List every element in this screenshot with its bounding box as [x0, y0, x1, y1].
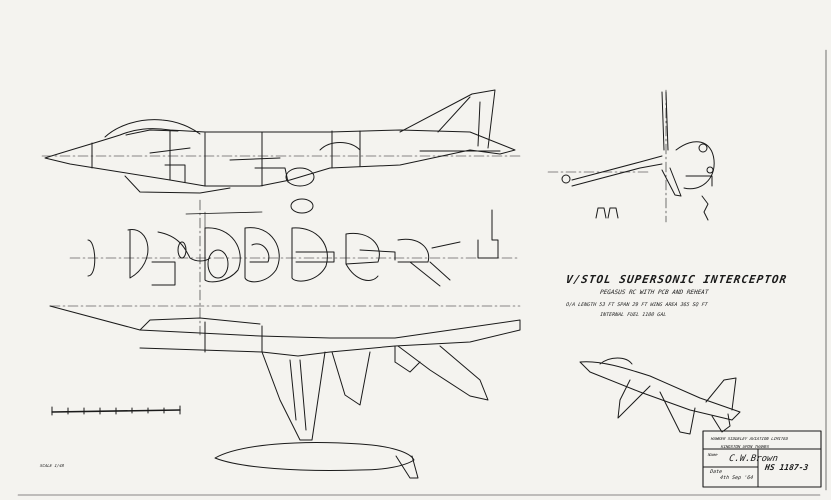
cross-sections: [69, 199, 521, 336]
side-elevation: [44, 89, 516, 194]
title-block-location: KINGSTON UPON THAMES: [720, 444, 770, 449]
drawing-number: HS 1187-3: [764, 463, 809, 472]
scale-note: SCALE 1/48: [39, 463, 65, 468]
scale-bar: [51, 405, 181, 416]
plan-view: [49, 305, 521, 479]
data-line-1: O/A LENGTH 53 FT SPAN 29 FT WING AREA 36…: [565, 302, 708, 308]
title-block: [702, 430, 822, 488]
drawing-title: V/STOL SUPERSONIC INTERCEPTOR: [565, 273, 788, 286]
data-line-2: INTERNAL FUEL 1100 GAL: [599, 312, 667, 318]
perspective-sketch: [579, 357, 741, 435]
drawing-subtitle: PEGASUS RC WITH PCB AND REHEAT: [599, 289, 709, 296]
front-elevation: [547, 89, 715, 223]
title-block-company: HAWKER SIDDELEY AVIATION LIMITED: [710, 436, 789, 441]
title-block-date: 4th Sep '64: [719, 475, 754, 481]
title-block-name-label: Name: [707, 452, 718, 457]
